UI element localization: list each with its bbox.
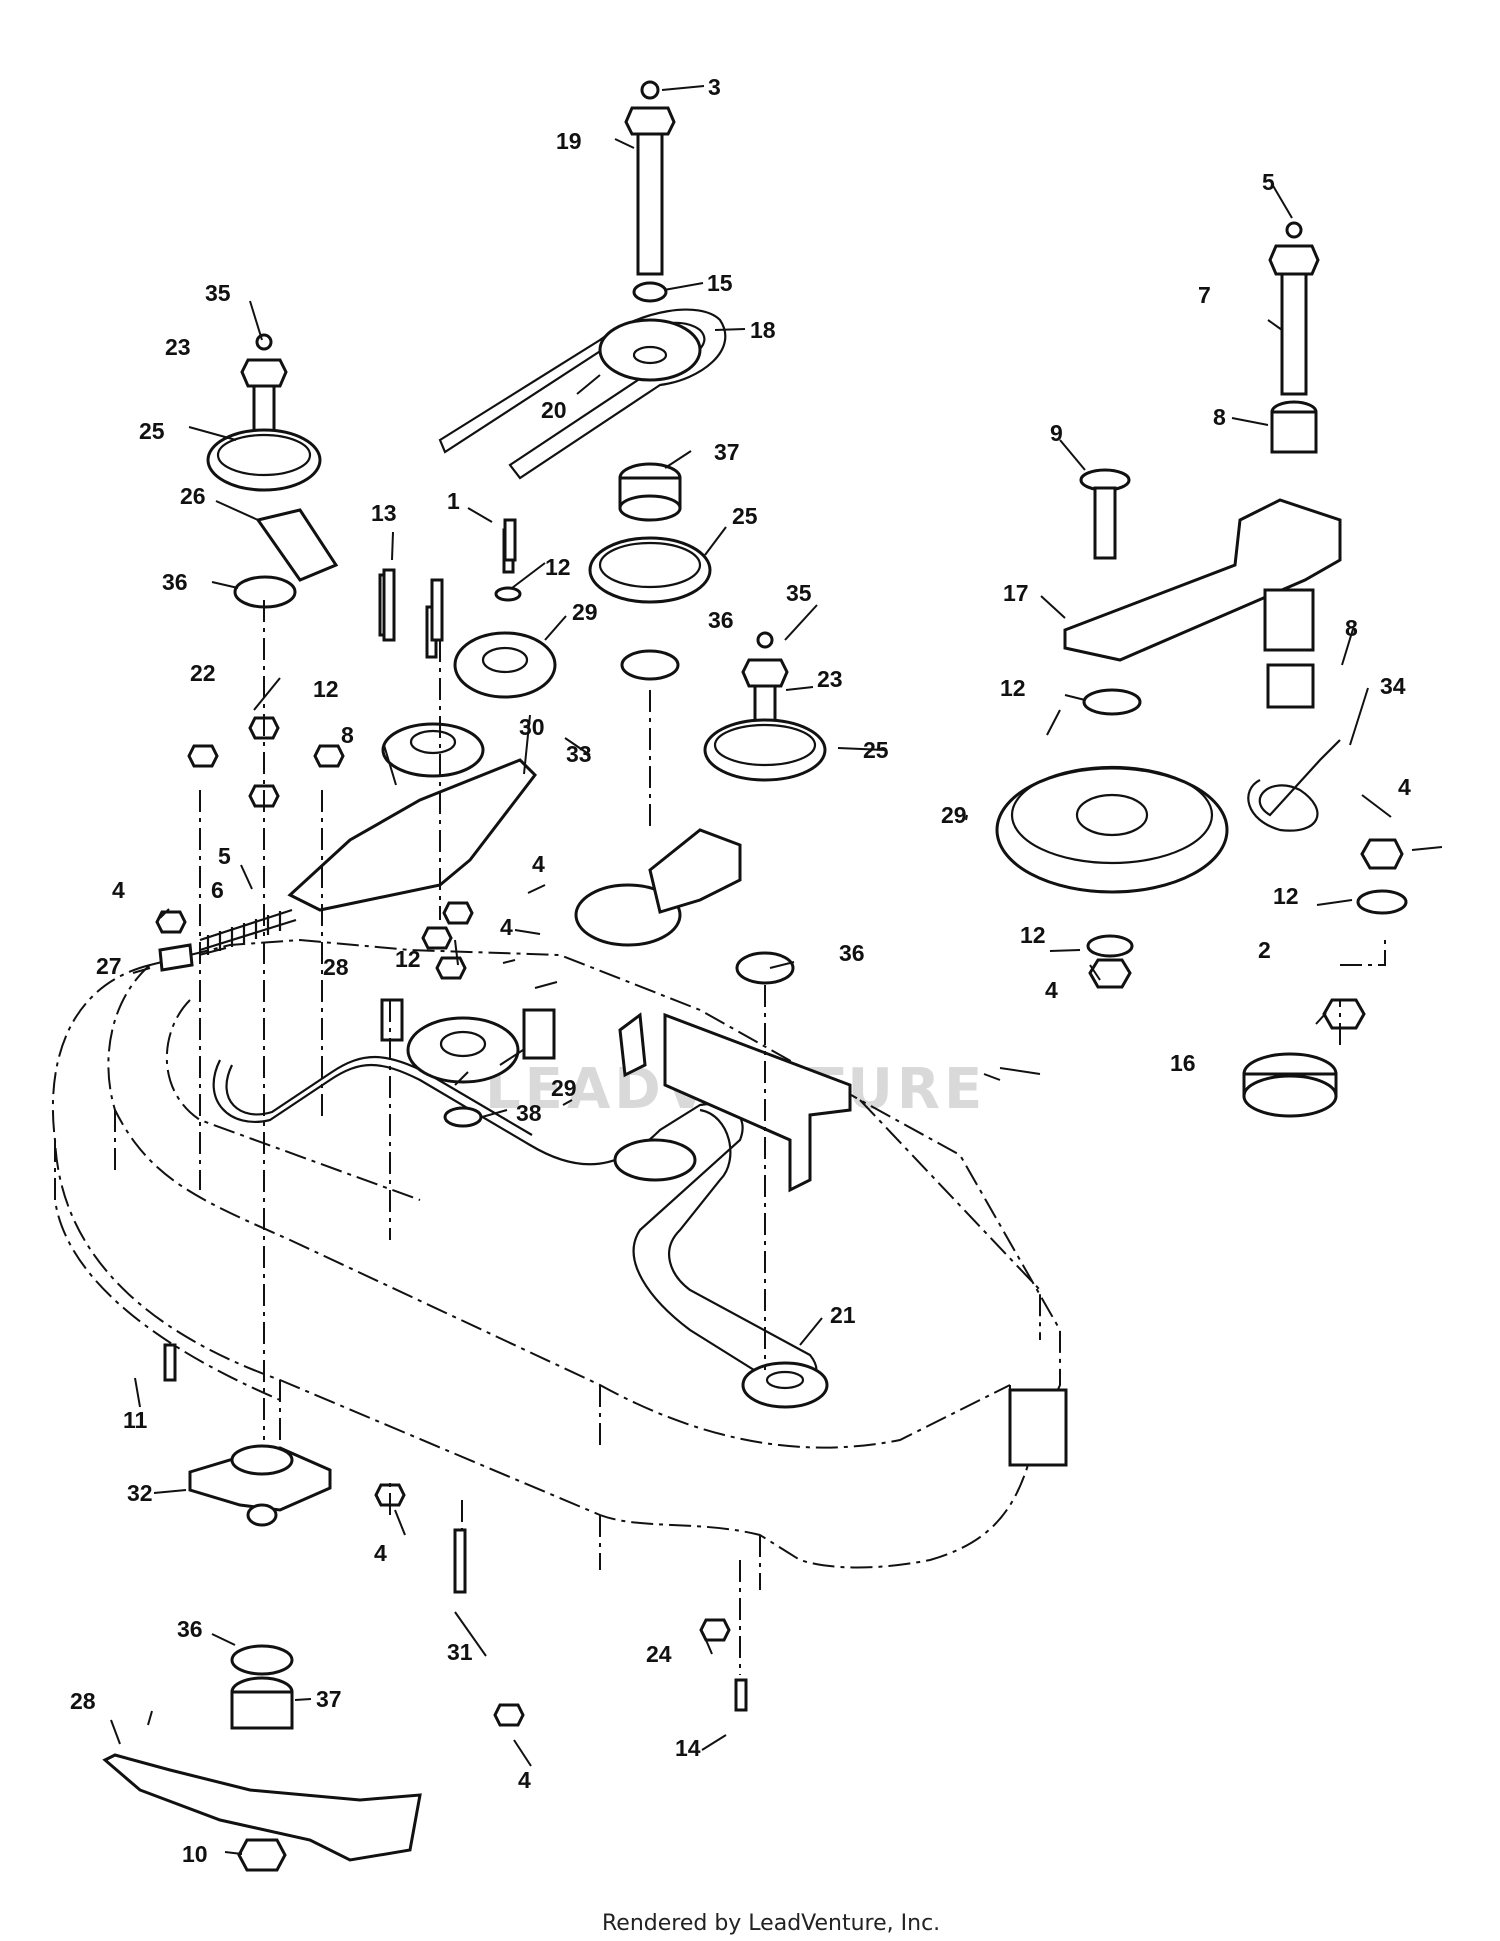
callout-36: 36 [162, 569, 188, 595]
pulley-right [703, 631, 827, 782]
callout-15: 15 [707, 270, 733, 296]
spindle-shaft-top [624, 80, 676, 303]
deck-pulley-belt [438, 308, 727, 480]
callout-32: 32 [127, 1480, 153, 1506]
callout-28: 28 [70, 1688, 96, 1714]
callout-29: 29 [551, 1075, 577, 1101]
callout-10: 10 [182, 1841, 208, 1867]
callout-6: 6 [211, 877, 224, 903]
callout-25: 25 [863, 737, 889, 763]
callout-5: 5 [218, 843, 231, 869]
callout-5: 5 [1262, 169, 1275, 195]
callout-11: 11 [123, 1407, 148, 1433]
callout-7: 7 [1198, 282, 1211, 308]
tension-spring [158, 908, 297, 972]
callout-12: 12 [545, 554, 571, 580]
callout-33: 33 [566, 741, 592, 767]
spacer-top [618, 462, 682, 522]
callout-31: 31 [447, 1639, 473, 1665]
callout-9: 9 [1050, 420, 1063, 446]
bearing-washer-center [620, 649, 680, 681]
right-parts-cluster [995, 221, 1408, 1118]
spindle-housing-right [613, 1138, 829, 1409]
callout-16: 16 [1170, 1050, 1196, 1076]
callout-25: 25 [732, 503, 758, 529]
spindle-housing-left [102, 1444, 422, 1872]
callout-35: 35 [205, 280, 231, 306]
idler-arm-assembly [287, 528, 557, 912]
callout-4: 4 [532, 851, 545, 877]
callout-3: 3 [708, 74, 721, 100]
callout-12: 12 [313, 676, 339, 702]
callout-12: 12 [395, 946, 421, 972]
callout-34: 34 [1380, 673, 1406, 699]
callout-27: 27 [96, 953, 122, 979]
callout-28: 28 [323, 954, 349, 980]
callout-23: 23 [165, 334, 191, 360]
callout-13: 13 [371, 500, 397, 526]
callout-23: 23 [817, 666, 843, 692]
callout-35: 35 [786, 580, 812, 606]
callout-12: 12 [1020, 922, 1046, 948]
callout-8: 8 [1345, 615, 1358, 641]
callout-4: 4 [374, 1540, 387, 1566]
tensioner-bracket [574, 828, 852, 1193]
callout-37: 37 [316, 1686, 342, 1712]
callout-37: 37 [714, 439, 740, 465]
callout-30: 30 [519, 714, 545, 740]
callout-36: 36 [708, 607, 734, 633]
callout-4: 4 [112, 877, 125, 903]
pulley-center [588, 536, 712, 604]
callout-20: 20 [541, 397, 567, 423]
bearing-right [735, 951, 795, 985]
callout-17: 17 [1003, 580, 1029, 606]
belt-guide [255, 508, 339, 582]
pulley-left [206, 333, 322, 492]
callout-12: 12 [1000, 675, 1026, 701]
footer-credit: Rendered by LeadVenture, Inc. [602, 1911, 940, 1936]
callout-36: 36 [839, 940, 865, 966]
callout-22: 22 [190, 660, 216, 686]
callout-25: 25 [139, 418, 165, 444]
callout-4: 4 [500, 914, 513, 940]
callout-29: 29 [572, 599, 598, 625]
hardware-fasteners [155, 518, 748, 1727]
callout-18: 18 [750, 317, 776, 343]
callout-29: 29 [941, 802, 967, 828]
deck-rear-bracket [1008, 1388, 1068, 1467]
assembly-center-lines [199, 600, 1386, 1675]
callout-4: 4 [1045, 977, 1058, 1003]
callout-24: 24 [646, 1641, 672, 1667]
callout-4: 4 [518, 1767, 531, 1793]
callout-2: 2 [1258, 937, 1271, 963]
callout-12: 12 [1273, 883, 1299, 909]
leader-lines [110, 85, 1443, 1855]
callout-26: 26 [180, 483, 206, 509]
callout-1: 1 [447, 488, 460, 514]
callout-36: 36 [177, 1616, 203, 1642]
callout-4: 4 [1398, 774, 1411, 800]
idler-pulley-lower [380, 998, 556, 1128]
callout-8: 8 [1213, 404, 1226, 430]
deck-shell [51, 938, 1068, 1590]
callout-8: 8 [341, 722, 354, 748]
callout-19: 19 [556, 128, 582, 154]
callout-21: 21 [830, 1302, 856, 1328]
callout-38: 38 [516, 1100, 542, 1126]
callout-14: 14 [675, 1735, 701, 1761]
callout-labels: 3 19 5 15 18 35 7 23 20 8 25 37 9 26 1 1… [70, 74, 1411, 1867]
